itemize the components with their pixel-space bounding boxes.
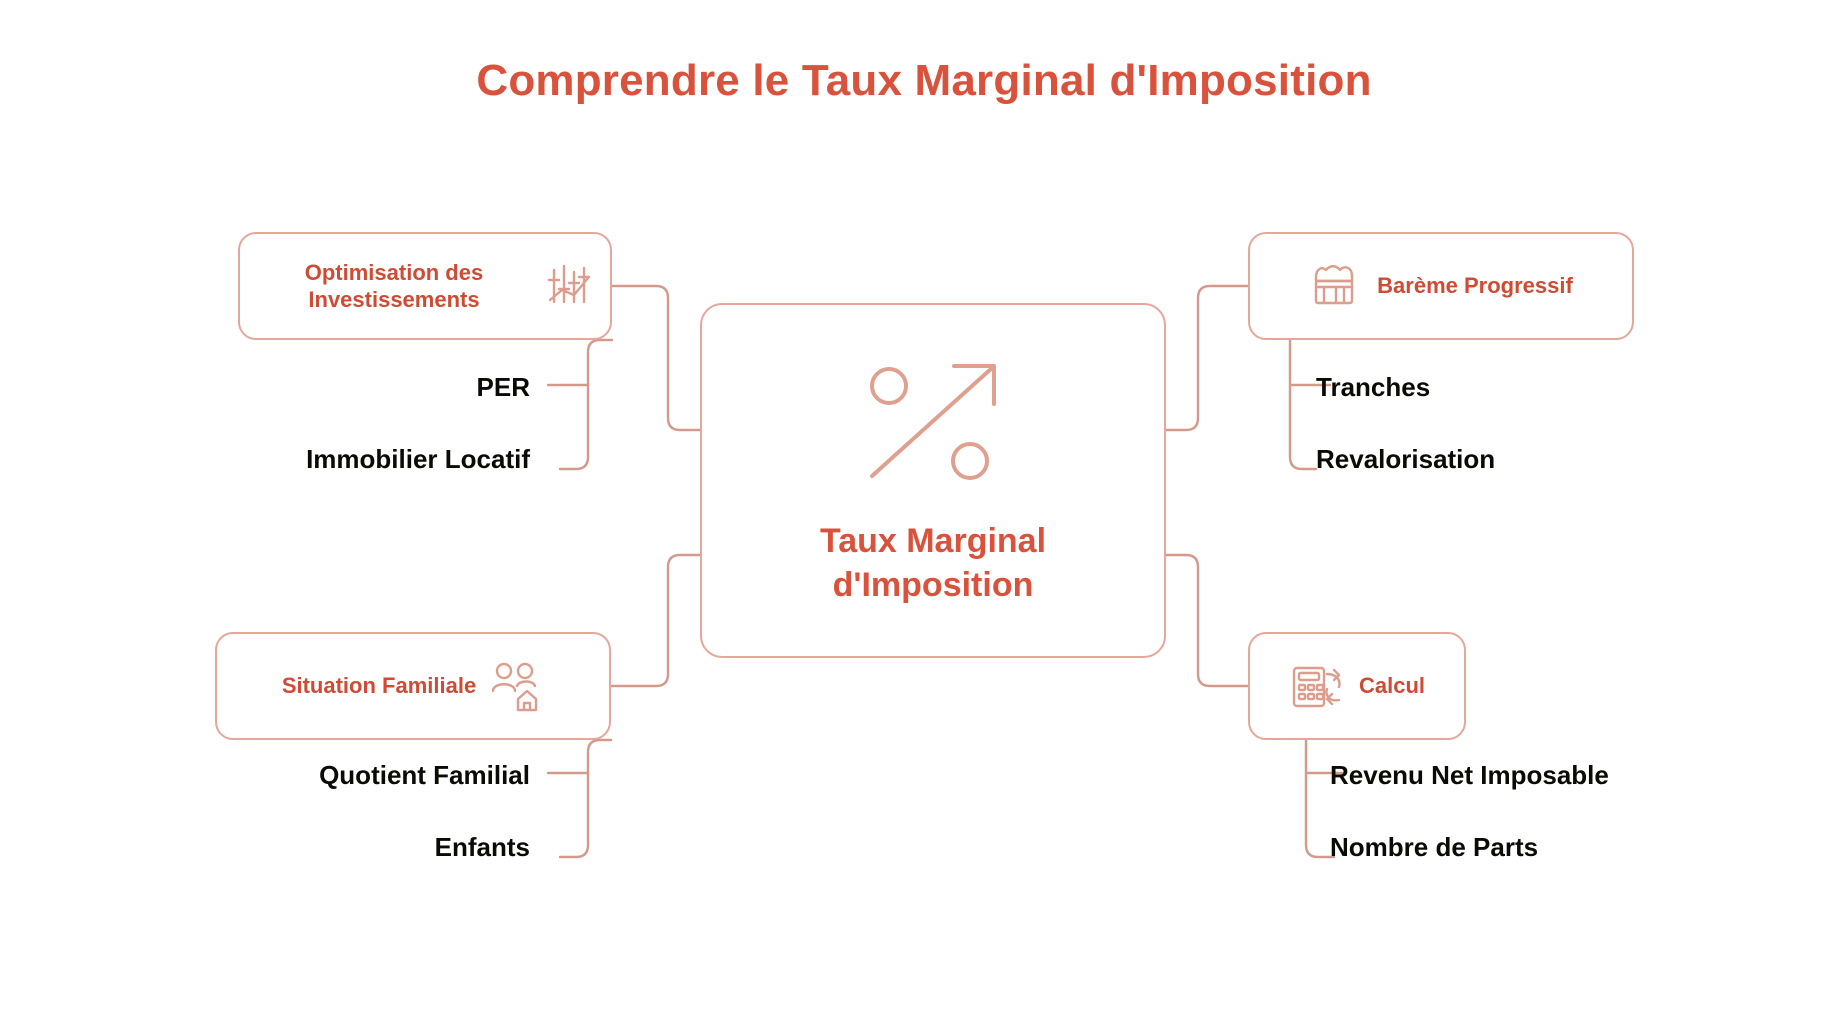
branch-box-calcul[interactable]: Calcul — [1248, 632, 1466, 740]
leaf-item-enfants[interactable]: Enfants — [434, 832, 530, 862]
leaf-item-nombre-de-parts[interactable]: Nombre de Parts — [1330, 832, 1539, 862]
branch-title-situation-familiale: Situation Familiale — [281, 673, 477, 699]
leaf-item-per[interactable]: PER — [476, 372, 530, 402]
branch-title-calcul: Calcul — [1358, 673, 1426, 699]
branch-box-bareme[interactable]: Barème Progressif — [1248, 232, 1634, 340]
investment-bars-icon — [544, 262, 592, 310]
branch-title-optimisation: Optimisation des Investissements — [304, 259, 484, 313]
tax-table-icon — [1309, 261, 1363, 311]
branch-box-situation-familiale[interactable]: Situation Familiale — [215, 632, 611, 740]
branch-title-bareme: Barème Progressif — [1377, 273, 1573, 299]
family-people-house-icon — [490, 660, 544, 712]
center-node-label: Taux Marginal d'Imposition — [819, 521, 1047, 604]
leaf-item-revalorisation[interactable]: Revalorisation — [1316, 444, 1496, 474]
leaf-item-immobilier-locatif[interactable]: Immobilier Locatif — [306, 444, 530, 474]
leaf-item-tranches[interactable]: Tranches — [1316, 372, 1431, 402]
percent-growth-arrow-icon — [858, 354, 1008, 490]
branch-box-optimisation[interactable]: Optimisation des Investissements — [238, 232, 612, 340]
page-title: Comprendre le Taux Marginal d'Imposition — [476, 56, 1372, 105]
calculator-refresh-icon — [1289, 660, 1345, 712]
leaf-item-revenu-net-imposable[interactable]: Revenu Net Imposable — [1330, 760, 1609, 790]
leaf-item-quotient-familial[interactable]: Quotient Familial — [319, 760, 530, 790]
center-node[interactable]: Taux Marginal d'Imposition — [700, 303, 1166, 658]
